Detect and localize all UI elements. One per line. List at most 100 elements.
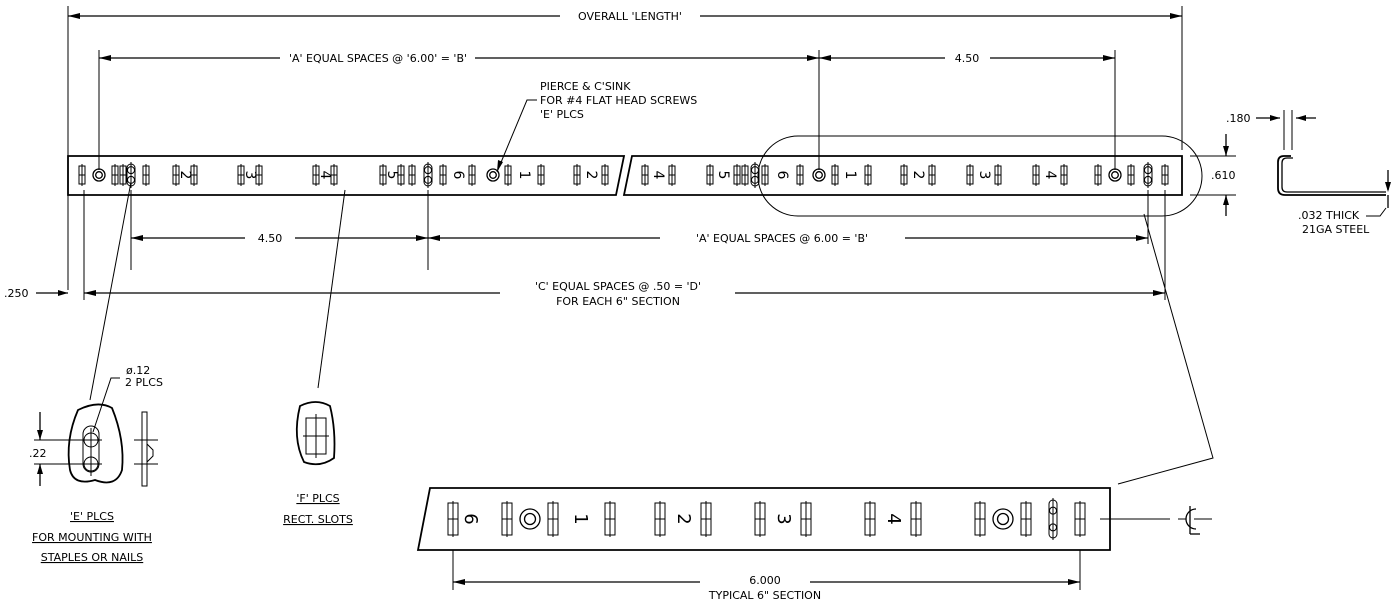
section-number: 4 — [317, 171, 333, 180]
rect-slot — [654, 501, 666, 537]
section-number: 1 — [516, 171, 532, 180]
hole-plcs-label: 2 PLCS — [125, 376, 163, 389]
rect-slot — [974, 501, 986, 537]
leader-f-detail — [317, 189, 346, 389]
rect-slot — [741, 164, 749, 186]
overall-length-label: OVERALL 'LENGTH' — [578, 10, 682, 23]
rect-slot — [994, 164, 1002, 186]
section-number: 6 — [774, 171, 790, 180]
section-number: 2 — [910, 171, 926, 180]
rect-slot — [1060, 164, 1068, 186]
rect-slot — [172, 164, 180, 186]
rect-slot — [864, 501, 876, 537]
section-number: 6 — [450, 171, 466, 180]
mounting-hole-pair — [1143, 162, 1153, 188]
a-spaces-bottom-dimension: 'A' EQUAL SPACES @ 6.00 = 'B' — [428, 190, 1149, 245]
a-spaces-top-dimension: 'A' EQUAL SPACES @ '6.00' = 'B' 4.50 — [98, 50, 1116, 170]
rect-slot — [910, 501, 922, 537]
section-number: 1 — [570, 513, 591, 524]
e-line-2: FOR MOUNTING WITH — [32, 531, 152, 544]
typical-value: 6.000 — [749, 574, 781, 587]
e-line-3: STAPLES OR NAILS — [41, 551, 143, 564]
detail-callout-oval — [757, 135, 1203, 217]
rect-slot — [733, 164, 741, 186]
rect-slot — [796, 164, 804, 186]
pierce-note: PIERCE & C'SINK FOR #4 FLAT HEAD SCREWS … — [496, 80, 697, 173]
rect-slot — [800, 501, 812, 537]
rect-slot — [537, 164, 545, 186]
f-detail-break-outline — [295, 401, 336, 466]
rect-slot — [312, 164, 320, 186]
rect-slot — [119, 164, 127, 186]
thickness-line-1: .032 THICK — [1298, 209, 1360, 222]
rect-slot — [447, 501, 459, 537]
section-number: 4 — [650, 171, 666, 180]
hole-dia-label: ø.12 — [126, 364, 150, 377]
countersink-hole — [1108, 168, 1122, 182]
pierce-line-2: FOR #4 FLAT HEAD SCREWS — [540, 94, 697, 107]
rect-slot — [928, 164, 936, 186]
rect-slot — [754, 501, 766, 537]
rect-slot — [78, 164, 86, 186]
rect-slot — [1161, 164, 1169, 186]
mounting-hole-pair — [1048, 498, 1058, 540]
a-spaces-top-label: 'A' EQUAL SPACES @ '6.00' = 'B' — [289, 52, 467, 65]
rect-slot — [1020, 501, 1032, 537]
c-spaces-line-1: 'C' EQUAL SPACES @ .50 = 'D' — [535, 280, 701, 293]
section-number: 5 — [715, 171, 731, 180]
rect-slot — [190, 164, 198, 186]
typical-label: TYPICAL 6" SECTION — [708, 589, 821, 602]
rect-slot — [439, 164, 447, 186]
rect-slot — [604, 501, 616, 537]
rect-slot — [330, 164, 338, 186]
left-offset-dimension: .250 — [4, 287, 68, 300]
rect-slot — [1127, 164, 1135, 186]
section-number: 6 — [460, 513, 481, 524]
rect-slot — [831, 164, 839, 186]
rect-slot — [255, 164, 263, 186]
flange-label: .180 — [1226, 112, 1251, 125]
mounting-hole-pair — [423, 162, 433, 188]
f-line-2: RECT. SLOTS — [283, 513, 353, 526]
rect-slot — [1094, 164, 1102, 186]
rect-slot — [504, 164, 512, 186]
rect-slot — [700, 501, 712, 537]
rect-slot — [142, 164, 150, 186]
rect-slot — [601, 164, 609, 186]
rect-slot — [966, 164, 974, 186]
e-detail-caption: 'E' PLCS FOR MOUNTING WITH STAPLES OR NA… — [32, 510, 152, 564]
section-number: 3 — [976, 171, 992, 180]
e-side-section — [141, 411, 148, 487]
rect-slot — [379, 164, 387, 186]
rect-slot — [237, 164, 245, 186]
top-4-50-label: 4.50 — [955, 52, 980, 65]
overall-length-dimension: OVERALL 'LENGTH' — [67, 6, 1183, 290]
rect-slot — [573, 164, 581, 186]
section-number: 2 — [673, 513, 694, 524]
section-number: 3 — [773, 513, 794, 524]
e-plcs-detail: ø.12 2 PLCS .22 — [29, 364, 163, 487]
thickness-line-2: 21GA STEEL — [1302, 223, 1370, 236]
e-detail-break-outline — [67, 403, 124, 484]
rect-slot — [900, 164, 908, 186]
rect-slot — [668, 164, 676, 186]
channel-profile — [1277, 155, 1386, 196]
section-number: 3 — [242, 171, 258, 180]
slot-spacing-label: .22 — [29, 447, 47, 460]
section-number: 2 — [583, 171, 599, 180]
c-spaces-dimension: 'C' EQUAL SPACES @ .50 = 'D' FOR EACH 6"… — [83, 190, 1166, 308]
rect-slot — [547, 501, 559, 537]
section-number: 5 — [384, 171, 400, 180]
f-title: 'F' PLCS — [296, 492, 339, 505]
centerline-symbol — [1185, 506, 1200, 535]
pierce-line-1: PIERCE & C'SINK — [540, 80, 631, 93]
left-4-50-dimension: 4.50 — [130, 190, 429, 270]
section-number: 4 — [1042, 171, 1058, 180]
rect-slot — [761, 164, 769, 186]
leader-e-detail — [89, 181, 132, 401]
rect-slot — [397, 164, 405, 186]
pierce-line-3: 'E' PLCS — [540, 108, 584, 121]
